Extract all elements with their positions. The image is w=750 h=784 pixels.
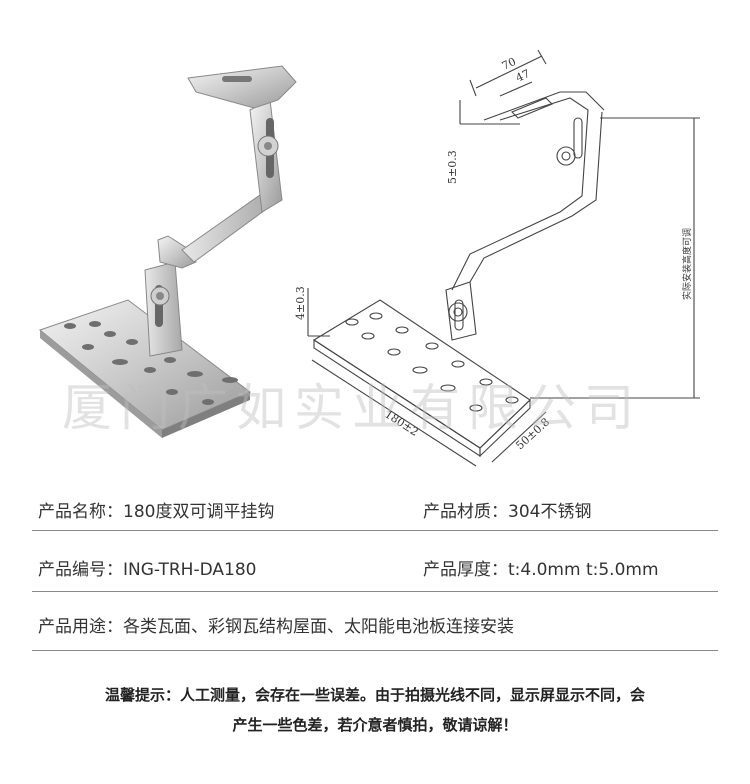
tip-line-1: 温馨提示：人工测量，会存在一些误差。由于拍摄光线不同，显示屏显示不同，会 bbox=[104, 686, 645, 704]
divider bbox=[32, 650, 718, 651]
product-figure: 70 47 5±0.3 4±0.3 实际安装高度可调 180±2 50±0.8 … bbox=[38, 49, 700, 467]
divider bbox=[32, 530, 718, 531]
divider bbox=[32, 591, 718, 592]
product-thickness: 产品厚度：t:4.0mm t:5.0mm bbox=[423, 560, 659, 580]
tip-line-2: 产生一些色差，若介意者慎拍，敬请谅解！ bbox=[232, 716, 518, 734]
dim-top-thickness: 5±0.3 bbox=[446, 150, 459, 184]
dim-adjustable-height: 实际安装高度可调 bbox=[681, 228, 693, 300]
dim-slot-width: 47 bbox=[514, 67, 532, 85]
dim-top-width: 70 bbox=[500, 55, 518, 73]
spec-row-3: 产品用途：各类瓦面、彩钢瓦结构屋面、太阳能电池板连接安装 bbox=[0, 598, 750, 648]
dim-bottom-thickness: 4±0.3 bbox=[294, 286, 307, 320]
spec-row-1: 产品名称：180度双可调平挂钩 产品材质：304不锈钢 bbox=[0, 483, 750, 533]
product-material: 产品材质：304不锈钢 bbox=[423, 502, 592, 522]
company-watermark: 厦门广如实业有限公司 bbox=[62, 379, 642, 437]
product-code: 产品编号：ING-TRH-DA180 bbox=[38, 560, 257, 580]
hook-drawing bbox=[307, 49, 700, 467]
product-name: 产品名称：180度双可调平挂钩 bbox=[38, 502, 275, 522]
hook-photo bbox=[38, 65, 297, 438]
product-usage: 产品用途：各类瓦面、彩钢瓦结构屋面、太阳能电池板连接安装 bbox=[38, 617, 514, 637]
spec-row-2: 产品编号：ING-TRH-DA180 产品厚度：t:4.0mm t:5.0mm bbox=[0, 541, 750, 591]
